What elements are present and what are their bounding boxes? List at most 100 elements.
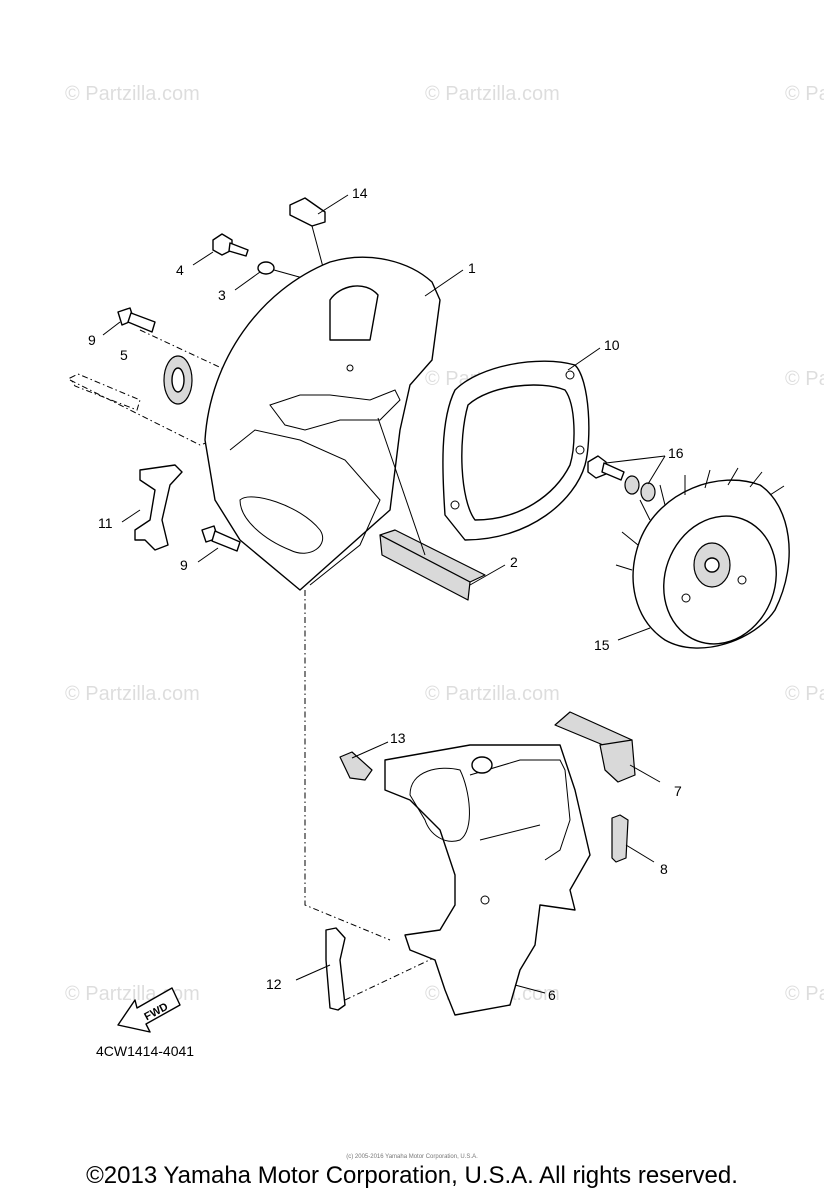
callout-2: 2 (510, 554, 518, 570)
callout-leader (234, 271, 261, 291)
callout-leader (424, 269, 464, 297)
callouts: 14 1 4 3 9 5 10 16 11 9 2 15 13 7 8 12 6 (88, 185, 684, 1003)
part-1-shroud-outline (204, 256, 441, 591)
part-11-bracket-body (134, 464, 183, 551)
copyright-notice: ©2013 Yamaha Motor Corporation, U.S.A. A… (86, 1162, 738, 1189)
part-1-shroud-bracket (269, 389, 401, 431)
part-8-seal-strip[interactable] (611, 814, 629, 863)
assembly-line (344, 954, 441, 1001)
callout-leader (295, 964, 331, 981)
part-16-bolt-washer[interactable] (587, 455, 656, 502)
callout-9: 9 (180, 557, 188, 573)
callout-14: 14 (352, 185, 368, 201)
callout-leader (121, 509, 141, 523)
callout-9: 9 (88, 332, 96, 348)
part-5-bolt-ghost (69, 373, 141, 411)
part-10-hole (575, 445, 585, 455)
callout-leader (192, 251, 214, 266)
part-7-seal-block[interactable] (554, 711, 636, 783)
part-6-shroud-duct (409, 767, 470, 842)
part-6-hole (480, 895, 490, 905)
callout-leader (514, 984, 546, 994)
part-1-hole (346, 364, 354, 372)
fwd-arrow: FWD (117, 987, 181, 1033)
watermark: © Partzilla.com (785, 83, 824, 105)
part-11-bracket[interactable] (134, 464, 183, 551)
part-4-bolt-shank (228, 242, 249, 257)
part-14-clip-body (289, 197, 326, 227)
part-15-flywheel-fan[interactable] (615, 467, 794, 660)
callout-6: 6 (548, 987, 556, 1003)
part-code: 4CW1414-4041 (96, 1043, 194, 1059)
part-9-pin-shank (211, 530, 241, 552)
fwd-arrow-shape (117, 987, 181, 1033)
watermark: © Partzilla.com (425, 83, 560, 105)
callout-1: 1 (468, 260, 476, 276)
callout-leader (197, 547, 219, 563)
part-3-collar-body (257, 261, 275, 275)
part-15-fan-hole (704, 557, 720, 573)
part-6-lower-shroud[interactable] (384, 744, 591, 1016)
part-7-seal-front (599, 739, 636, 783)
callout-leader (617, 627, 651, 641)
callout-leader (351, 741, 389, 759)
callout-leader (567, 347, 601, 371)
part-13-pin[interactable] (339, 751, 373, 781)
leader-line (377, 417, 426, 556)
part-8-seal-body (611, 814, 629, 863)
callout-5: 5 (120, 347, 128, 363)
part-16-bolt-shank (601, 462, 625, 481)
part-10-hole (450, 500, 460, 510)
part-9-pin-upper[interactable] (117, 307, 156, 333)
callout-8: 8 (660, 861, 668, 877)
part-15-fan-bolt-hole (737, 575, 747, 585)
part-10-gasket[interactable] (442, 360, 590, 541)
part-2-seal-block[interactable] (377, 417, 486, 601)
callout-leaders (102, 194, 666, 994)
watermark: © Partzilla.com (785, 683, 824, 705)
callout-16: 16 (668, 445, 684, 461)
part-12-bracket-body (325, 927, 346, 1011)
part-1-shroud-inner (329, 285, 379, 341)
callout-leader (625, 844, 655, 863)
callout-leader (647, 455, 666, 485)
part-1-shroud-edge (229, 429, 381, 586)
part-5-grommet[interactable] (163, 355, 193, 405)
part-4-bolt[interactable] (212, 233, 249, 257)
part-6-shroud-outline (384, 744, 591, 1016)
watermark: © Partzilla.com (785, 368, 824, 390)
callout-11: 11 (98, 515, 113, 531)
watermark: © Partzilla.com (785, 983, 824, 1005)
callout-leader (605, 455, 666, 464)
callout-13: 13 (390, 730, 406, 746)
part-15-fan-fins (615, 467, 785, 571)
part-9-pin-shank (127, 312, 156, 333)
part-1-air-shroud[interactable] (204, 256, 441, 591)
bolt-ghost-outline (69, 373, 141, 411)
watermark: © Partzilla.com (65, 683, 200, 705)
part-2-seal-front (379, 534, 471, 601)
callout-3: 3 (218, 287, 226, 303)
part-5-grommet-inner (171, 367, 185, 393)
callout-12: 12 (266, 976, 282, 992)
callout-leader (629, 764, 661, 783)
part-16-washer (640, 482, 656, 502)
watermark: © Partzilla.com (65, 83, 200, 105)
part-15-fan-bolt-hole (681, 593, 691, 603)
part-9-pin-lower[interactable] (201, 525, 241, 552)
callout-leader (317, 194, 349, 215)
part-10-hole (565, 370, 575, 380)
part-12-bracket[interactable] (325, 927, 346, 1011)
watermark: © Partzilla.com (65, 983, 200, 1005)
callout-leader (102, 321, 121, 336)
callout-10: 10 (604, 337, 620, 353)
part-13-pin-body (339, 751, 373, 781)
part-10-gasket-inner (461, 384, 575, 521)
assembly-line (304, 590, 391, 941)
assembly-line (69, 379, 279, 446)
part-6-shroud-ridge (469, 759, 571, 861)
callout-15: 15 (594, 637, 610, 653)
part-1-shroud-port (239, 496, 324, 554)
part-16-washer (624, 475, 640, 495)
callout-4: 4 (176, 262, 184, 278)
